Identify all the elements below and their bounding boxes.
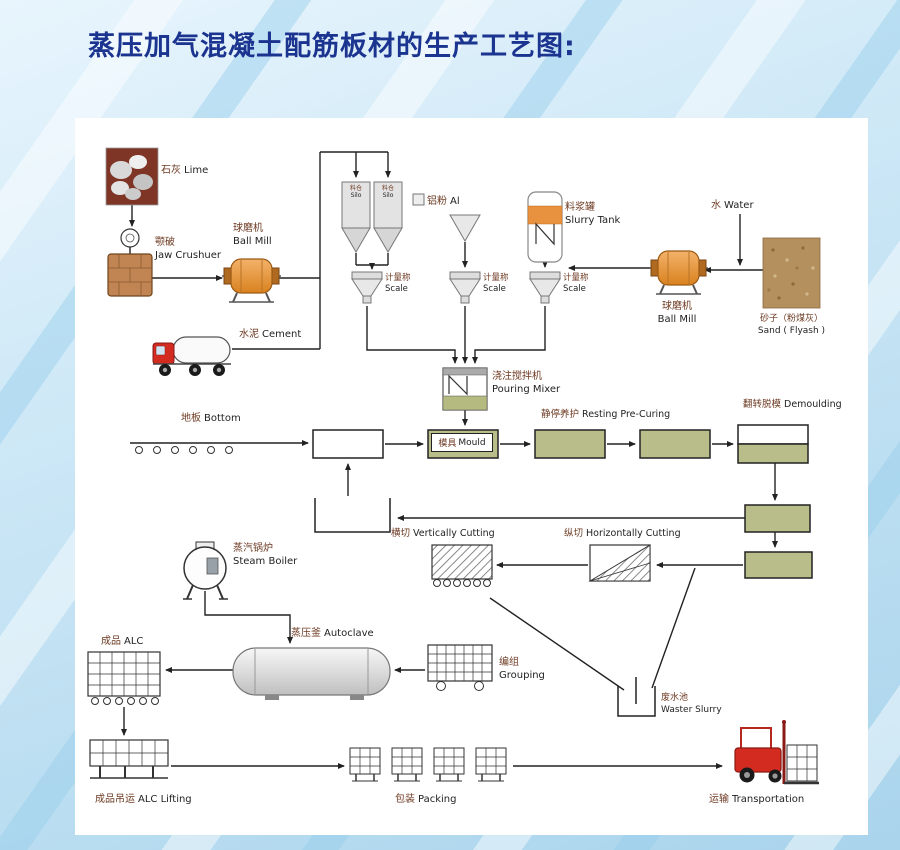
page-title: 蒸压加气混凝土配筋板材的生产工艺图:: [88, 31, 576, 62]
bottom-plate-container-icon: [314, 498, 391, 533]
roller-conveyor-icon: [135, 446, 233, 454]
pouring-mixer-icon: [442, 367, 488, 411]
ball-mill-1-icon: [222, 258, 281, 303]
packing-stack: [433, 747, 465, 782]
waste-pool-icon: [617, 677, 656, 717]
alc-product-icon: [87, 651, 161, 705]
packing-stack: [349, 747, 381, 782]
vertical-cutting-machine-icon: [431, 544, 493, 587]
aluminum-hopper-icon: [412, 193, 481, 243]
scale-2-icon: [449, 271, 481, 304]
alc-lifting-pallet-icon: [89, 739, 169, 779]
demoulding-unit-icon: [737, 424, 809, 464]
packing-stack: [475, 747, 507, 782]
precuring-box-1-icon: [534, 429, 606, 459]
grouping-cart-icon: [427, 644, 493, 691]
scale-1-icon: [351, 271, 383, 304]
cake-table-icon: [744, 551, 813, 579]
packing-stack: [391, 747, 423, 782]
silo-1-icon: [341, 181, 371, 253]
silo-2-icon: [373, 181, 403, 253]
flow-lines: [121, 151, 778, 769]
cake-stack-icon: [744, 504, 811, 533]
slurry-tank-icon: [527, 191, 563, 263]
precuring-box-2-icon: [639, 429, 711, 459]
cement-truck-icon: [152, 336, 231, 376]
horizontal-cutting-machine-icon: [588, 544, 651, 582]
ball-mill-2-icon: [649, 250, 708, 295]
label-sand: 砂子（粉煤灰）Sand ( Flyash ): [757, 314, 826, 336]
packing-stacks-icon: [349, 747, 507, 782]
forklift-icon: [734, 720, 819, 785]
jaw-crusher-icon: [107, 228, 153, 297]
autoclave-icon: [232, 647, 391, 700]
lime-image: [105, 147, 159, 206]
empty-mould-icon: [312, 429, 384, 459]
diagram-canvas: [87, 147, 821, 785]
sand-image: [762, 237, 821, 309]
scale-3-icon: [529, 271, 561, 304]
steam-boiler-icon: [183, 541, 228, 600]
